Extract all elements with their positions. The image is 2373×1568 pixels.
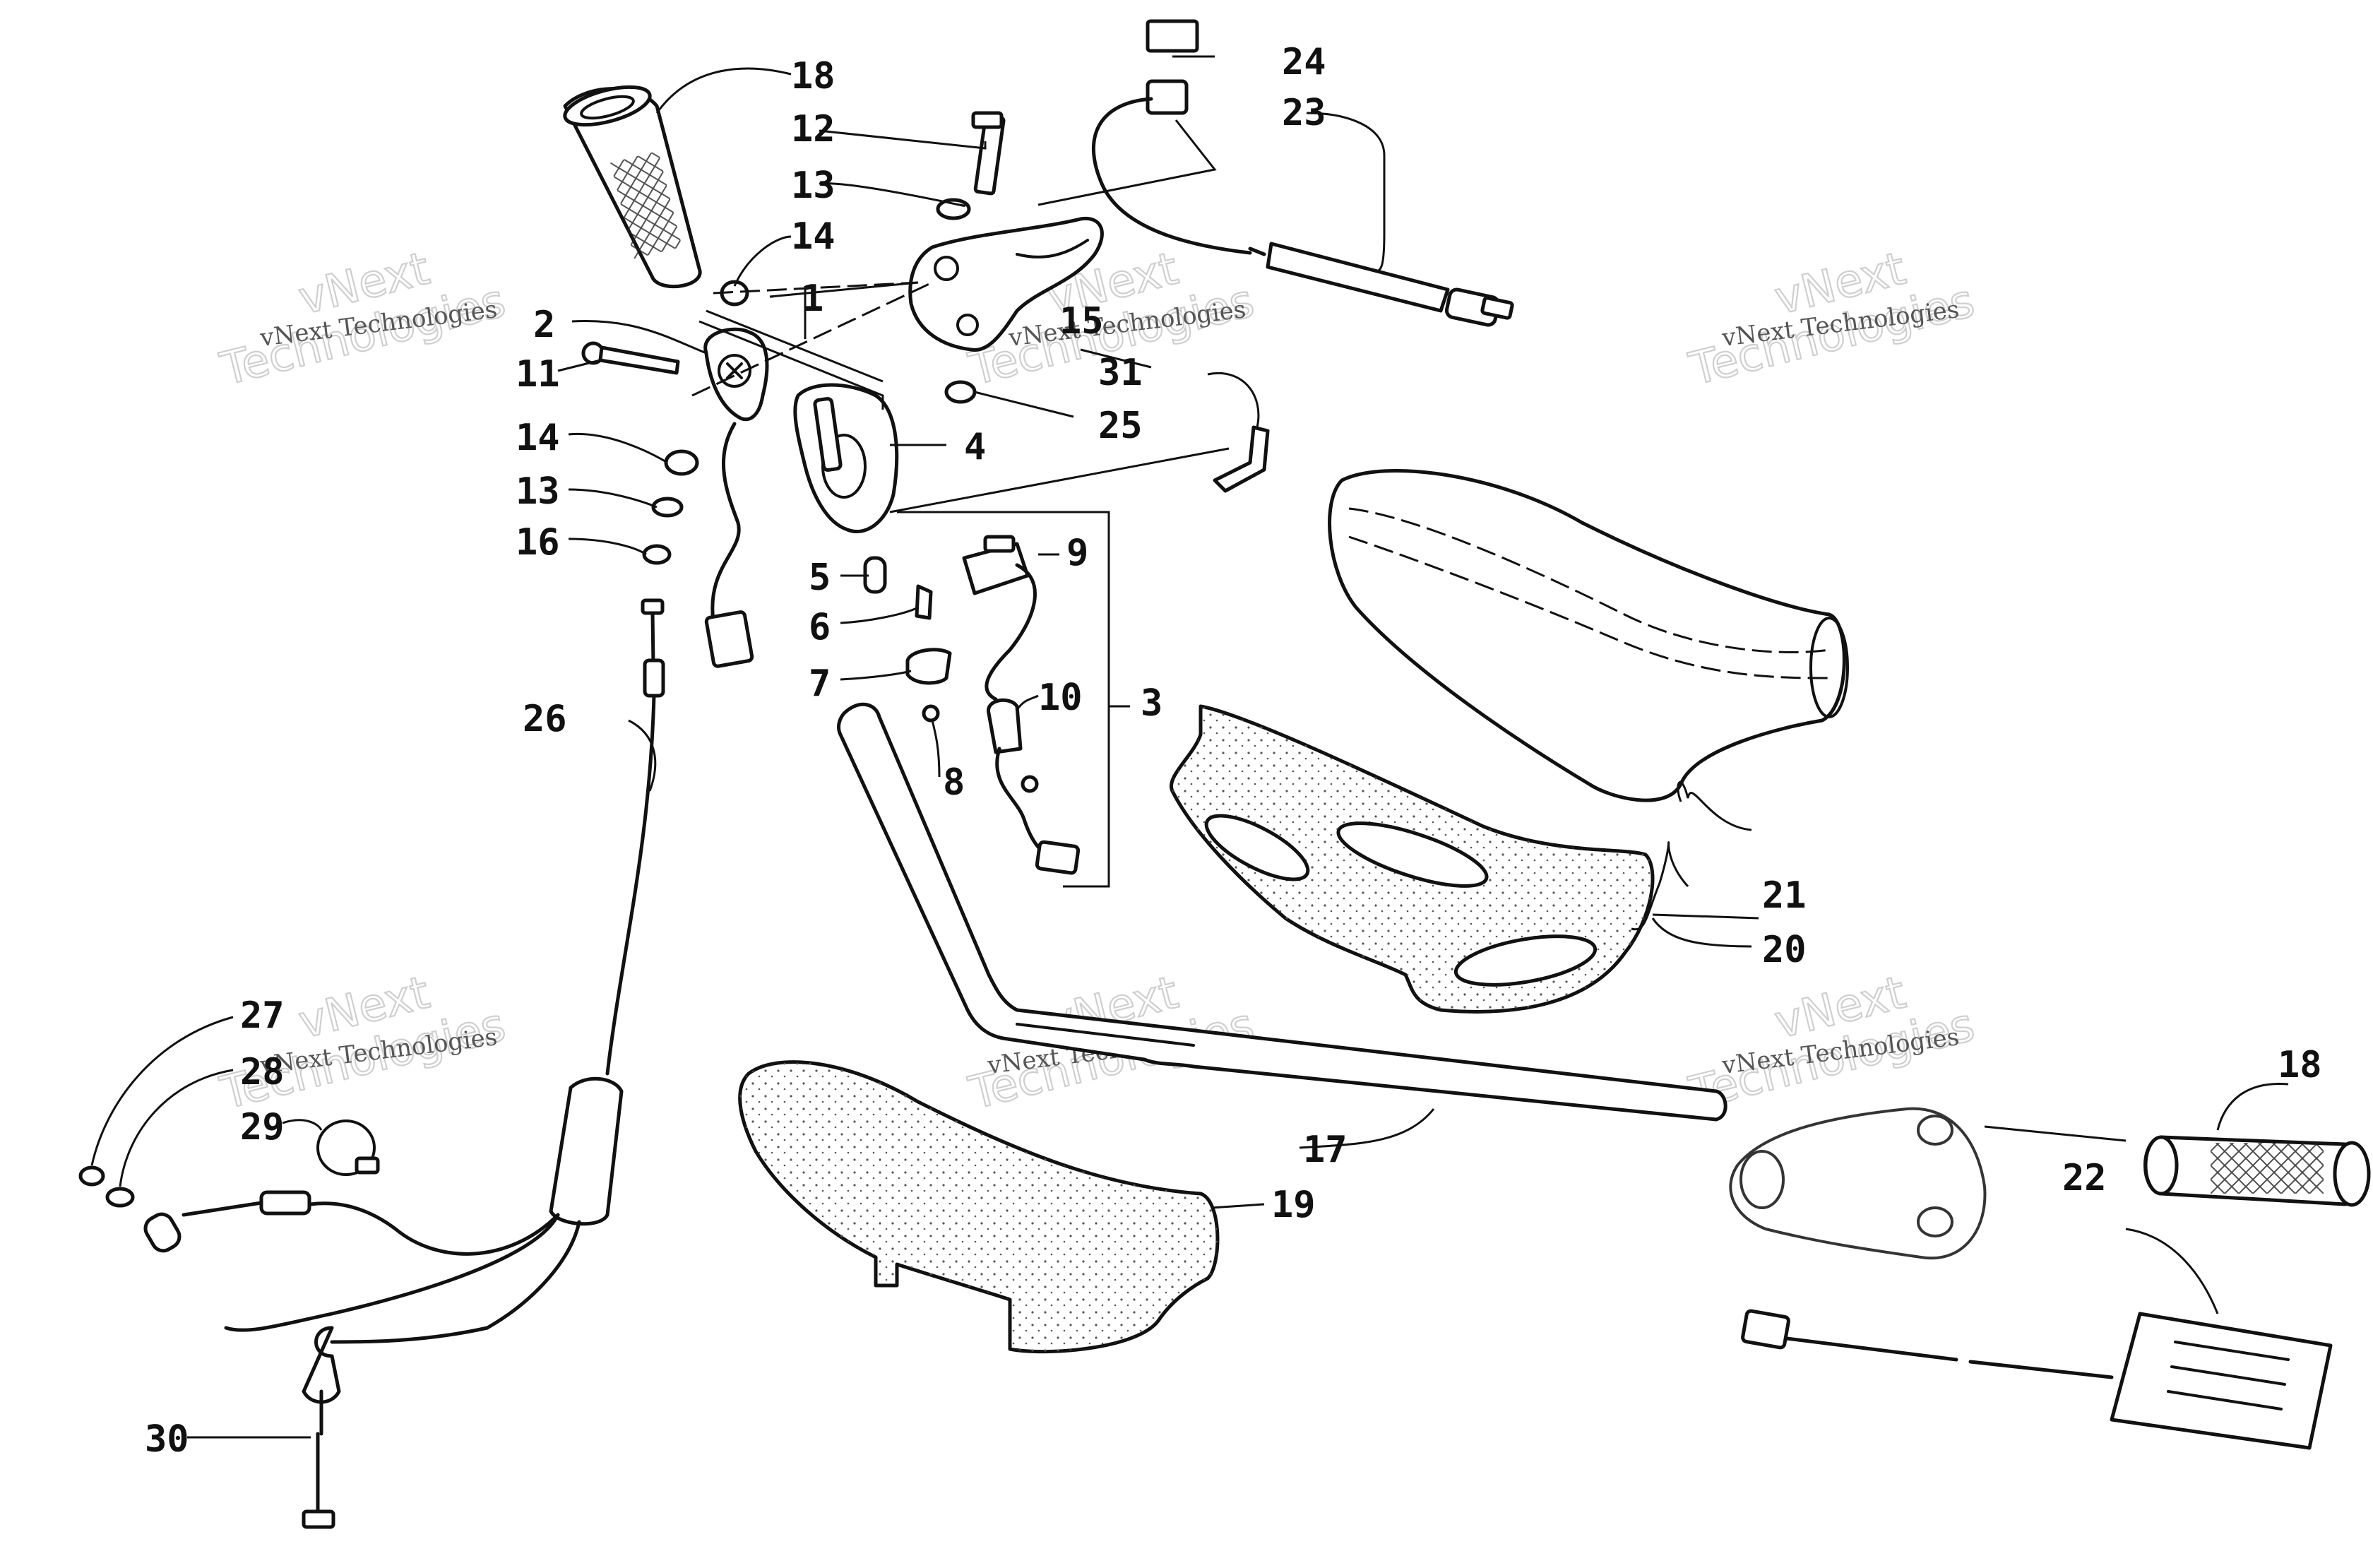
part-spring-6: [915, 584, 933, 620]
part-washer-28: [105, 1187, 135, 1208]
callout-28: 28: [240, 1051, 285, 1093]
part-switch-9: [962, 535, 1037, 701]
callout-17: 17: [1303, 1129, 1348, 1171]
callout-12: 12: [791, 108, 835, 150]
part-nut-25: [944, 380, 977, 404]
callout-15: 15: [1059, 300, 1104, 343]
callouts: 18 12 13 14 1 2 11 14 13 16 4 5 6 7 8 9 …: [145, 41, 2322, 1461]
callout-18-right: 18: [2278, 1044, 2322, 1086]
part-grommet-14: [664, 449, 699, 476]
part-throttle-cable-26: [182, 598, 665, 1529]
callout-13-top: 13: [791, 165, 835, 207]
callout-3: 3: [1141, 682, 1162, 725]
callout-25: 25: [1098, 405, 1143, 447]
part-nut-16: [642, 544, 672, 565]
part-screw-8: [922, 704, 940, 723]
callout-5: 5: [809, 557, 831, 599]
part-switch-housing-4: [793, 383, 899, 534]
part-bolt-12: [971, 111, 1006, 196]
alignment-line: [713, 281, 919, 295]
callout-13: 13: [516, 470, 560, 513]
callout-4: 4: [964, 426, 986, 468]
callout-23: 23: [1282, 92, 1326, 134]
callout-11: 11: [516, 353, 560, 396]
part-heater-22: [1741, 1309, 2333, 1450]
part-grip-left: [563, 85, 702, 289]
part-harness-10: [987, 698, 1081, 875]
part-clamp-29: [316, 1119, 380, 1176]
part-pad-cover-21: [1328, 469, 1849, 802]
part-cap-30: [143, 1212, 182, 1253]
callout-29: 29: [240, 1106, 285, 1148]
part-pad-24: [1146, 19, 1199, 53]
part-washer-13: [651, 497, 684, 518]
callout-21: 21: [1762, 874, 1807, 917]
part-ring-27: [78, 1165, 105, 1187]
callout-9: 9: [1066, 532, 1088, 574]
callout-20: 20: [1762, 929, 1807, 971]
callout-31: 31: [1098, 352, 1143, 394]
part-brake-lever-15: [908, 216, 1104, 352]
part-handlebar-17: [837, 702, 1727, 1122]
part-throttle-housing-2: [703, 327, 769, 668]
callout-1: 1: [802, 278, 823, 320]
callout-27: 27: [240, 994, 285, 1037]
callout-30: 30: [145, 1418, 189, 1461]
part-grip-right: [2143, 1135, 2371, 1207]
leader-lines: [90, 55, 2289, 1439]
part-screw-11: [581, 341, 680, 375]
part-bracket-7: [905, 648, 952, 685]
alignment-line: [691, 281, 933, 397]
callout-14-top: 14: [791, 215, 835, 258]
callout-22: 22: [2062, 1157, 2107, 1199]
callout-19: 19: [1271, 1184, 1316, 1226]
part-right-housing: [1729, 1107, 1987, 1260]
callout-8: 8: [943, 761, 965, 804]
callout-6: 6: [809, 606, 831, 648]
callout-26: 26: [523, 698, 567, 740]
part-clip-31: [1213, 425, 1270, 493]
callout-18-left: 18: [791, 55, 835, 97]
part-foam-pad-20: [1169, 704, 1655, 1014]
part-brake-switch-23: [1091, 79, 1514, 327]
callout-16: 16: [516, 521, 560, 564]
callout-24: 24: [1282, 41, 1326, 83]
part-lower-pad-19: [738, 1060, 1220, 1354]
callout-10: 10: [1038, 677, 1083, 719]
callout-14: 14: [516, 417, 560, 459]
callout-7: 7: [809, 663, 831, 705]
callout-2: 2: [533, 304, 555, 346]
